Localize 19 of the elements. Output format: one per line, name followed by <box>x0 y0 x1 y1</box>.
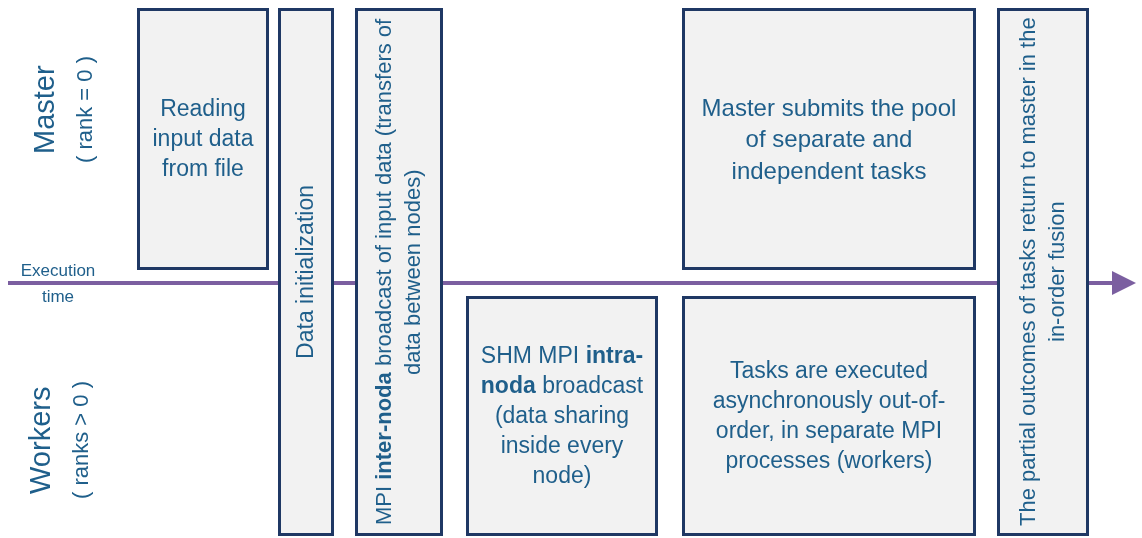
process-box <box>137 8 269 270</box>
process-box <box>355 8 443 536</box>
box-text: MPI inter-noda broadcast of input data (transfers of data between nodes) <box>370 17 426 528</box>
process-box <box>278 8 334 536</box>
process-box <box>682 296 976 536</box>
lane-title: Workers <box>24 385 57 496</box>
box-text: Reading input data from file <box>151 94 255 183</box>
box-text: The partial outcomes of tasks return to master in the in-order fusion <box>1014 16 1070 529</box>
axis-label: Execution time <box>19 260 97 308</box>
process-box <box>466 296 658 536</box>
lane-subtitle: ( ranks > 0 ) <box>68 380 94 501</box>
box-text: SHM MPI intra-noda broadcast (data sharing inside every node) <box>479 341 645 490</box>
box-text: Master submits the pool of separate and independent tasks <box>700 93 958 186</box>
lane-subtitle: ( rank = 0 ) <box>72 55 98 166</box>
box-text: Data initialization <box>291 184 320 361</box>
box-text: Tasks are executed asynchronously out-of-order, in separate MPI processes (workers) <box>711 356 947 475</box>
process-box <box>997 8 1089 536</box>
process-box <box>682 8 976 270</box>
lane-title: Master <box>28 64 61 157</box>
